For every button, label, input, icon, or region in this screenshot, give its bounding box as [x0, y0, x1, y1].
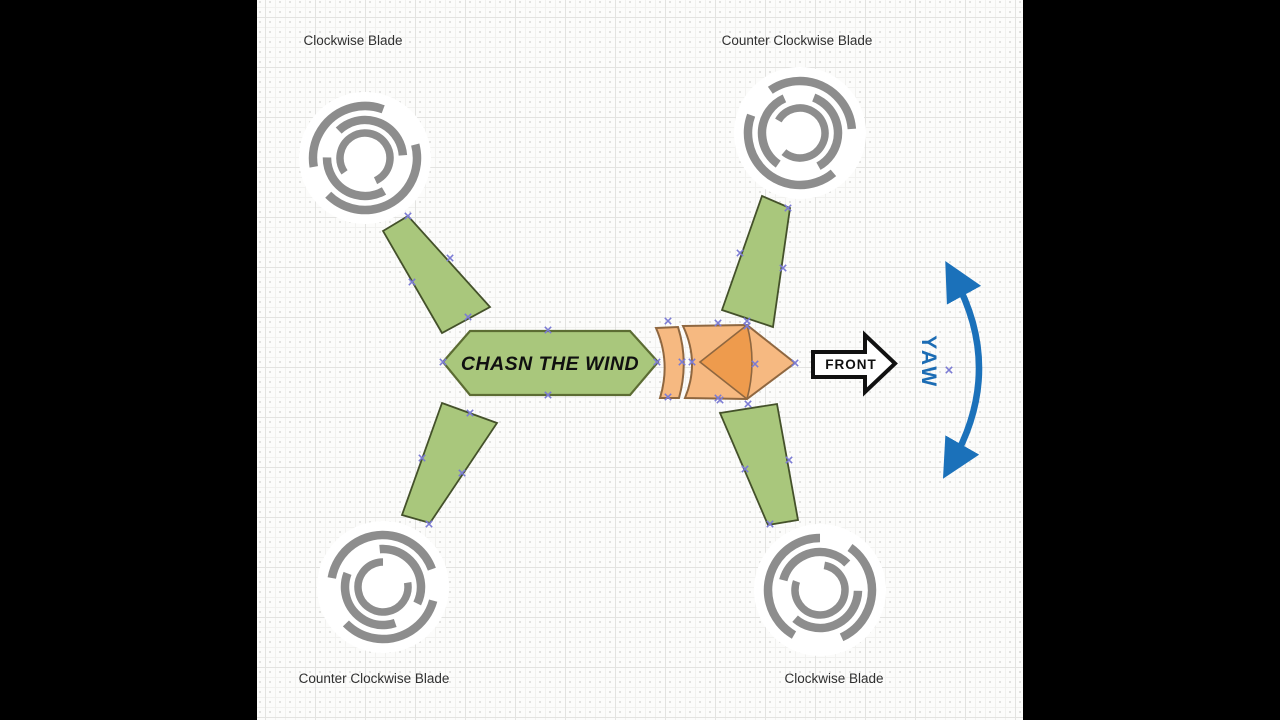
- front-label: FRONT: [825, 357, 877, 372]
- diagram-canvas: CHASN THE WIND FRONT YAW Clockwise Blade…: [257, 0, 1023, 720]
- blade-arm-bottom-left: [400, 401, 499, 525]
- label-bottom-right-rotor: Clockwise Blade: [784, 671, 883, 686]
- yaw-arc-icon: [942, 261, 983, 479]
- connection-x-icon: [664, 317, 672, 325]
- label-top-right-rotor: Counter Clockwise Blade: [722, 33, 873, 48]
- label-top-left-rotor: Clockwise Blade: [303, 33, 402, 48]
- pillarbox-right: [1023, 0, 1280, 720]
- connection-x-icon: [446, 254, 454, 262]
- label-bottom-left-rotor: Counter Clockwise Blade: [299, 671, 450, 686]
- connection-x-icon: [945, 366, 953, 374]
- body-label: CHASN THE WIND: [461, 353, 639, 375]
- rotor-spiral-icon-top-right: [707, 40, 893, 226]
- rotor-spiral-icon-bottom-right: [730, 500, 910, 680]
- rotor-spiral-icon-bottom-left: [307, 511, 460, 664]
- connection-x-icon: [744, 400, 752, 408]
- front-arrow-icon: [811, 330, 898, 397]
- blade-arm-bottom-right: [718, 402, 800, 527]
- drone-diagram: CHASN THE WIND FRONT YAW Clockwise Blade…: [257, 33, 983, 686]
- yaw-label: YAW: [917, 335, 940, 388]
- nose-band: [654, 325, 685, 399]
- rotor-spiral-icon-top-left: [284, 77, 446, 239]
- blade-arm-top-left: [381, 214, 492, 335]
- blade-arm-top-right: [720, 194, 791, 329]
- pillarbox-left: [0, 0, 257, 720]
